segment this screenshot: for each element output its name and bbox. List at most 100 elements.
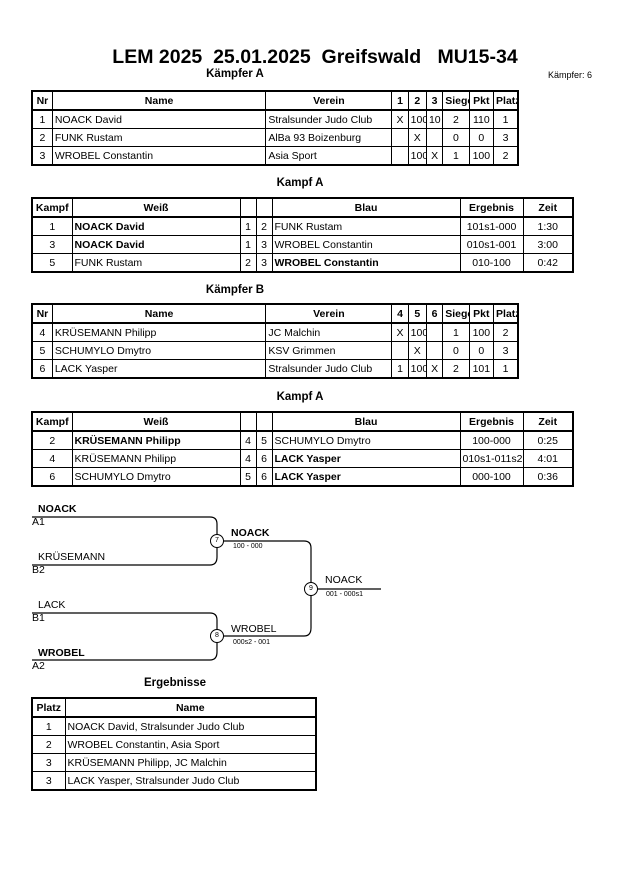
cell: NOACK David — [71, 235, 241, 254]
table-row: 3 LACK Yasper, Stralsunder Judo Club — [31, 771, 317, 791]
cell: 3 — [31, 771, 66, 791]
fight-7-score: 100 - 000 — [233, 543, 263, 550]
cell: NOACK David, Stralsunder Judo Club — [64, 716, 317, 736]
cell: LACK Yasper — [51, 359, 267, 379]
col-weiss: Weiß — [71, 197, 241, 218]
col-verein: Verein — [265, 90, 393, 111]
col-platz: Platz — [493, 90, 520, 111]
table-header-row: Nr Name Verein 1 2 3 Siege Pkt Platz — [30, 90, 520, 111]
cell: 010-100 — [459, 253, 524, 273]
fight-9-score: 001 - 000s1 — [326, 591, 363, 598]
col-ergebnis: Ergebnis — [459, 411, 524, 432]
kampf-a-title-1: Kampf A — [276, 177, 324, 189]
bracket-a1-name: NOACK — [38, 503, 77, 515]
cell: 0:36 — [522, 467, 574, 487]
cell: LACK Yasper — [271, 467, 461, 487]
cell: 3 — [493, 341, 520, 360]
table-row: 6 LACK Yasper Stralsunder Judo Club 1 10… — [30, 359, 520, 379]
cell — [425, 128, 444, 147]
kampf-a-table-1: Kampf Weiß Blau Ergebnis Zeit 1 NOACK Da… — [31, 197, 574, 273]
fight-8-winner: WROBEL — [231, 623, 277, 635]
cell: 1 — [31, 716, 66, 736]
cell: 6 — [30, 359, 53, 379]
table-row: 4 KRÜSEMANN Philipp JC Malchin X 100 1 1… — [30, 322, 520, 342]
cell: WROBEL Constantin, Asia Sport — [64, 735, 317, 754]
col-blau: Blau — [271, 197, 461, 218]
cell: LACK Yasper — [271, 449, 461, 468]
cell — [391, 128, 409, 147]
table-row: 1 NOACK David, Stralsunder Judo Club — [31, 716, 317, 736]
table-header-row: Platz Name — [31, 697, 317, 718]
cell: 010s1-001 — [459, 235, 524, 254]
col-name: Name — [51, 90, 267, 111]
bracket-a2-name: WROBEL — [38, 647, 85, 659]
cell: SCHUMYLO Dmytro — [51, 341, 267, 360]
fight-9-winner: NOACK — [325, 574, 363, 586]
cell: FUNK Rustam — [71, 253, 241, 273]
table-row: 3 KRÜSEMANN Philipp, JC Malchin — [31, 753, 317, 772]
col-3: 3 — [425, 90, 444, 111]
cell: 0:25 — [522, 430, 574, 450]
bracket-b2-seed: B2 — [32, 564, 45, 576]
cell: KRÜSEMANN Philipp, JC Malchin — [64, 753, 317, 772]
table-row: 3 NOACK David 1 3 WROBEL Constantin 010s… — [31, 235, 574, 254]
kampf-a-title-2: Kampf A — [276, 391, 324, 403]
col-verein: Verein — [265, 303, 393, 324]
table-row: 4 KRÜSEMANN Philipp 4 6 LACK Yasper 010s… — [31, 449, 574, 468]
col-6: 6 — [425, 303, 444, 324]
cell: FUNK Rustam — [51, 128, 267, 147]
cell: KRÜSEMANN Philipp — [71, 449, 241, 468]
cell: 2 — [493, 146, 520, 166]
cell: WROBEL Constantin — [271, 235, 461, 254]
table-row: 5 SCHUMYLO Dmytro KSV Grimmen X 0 0 3 — [30, 341, 520, 360]
cell: KSV Grimmen — [265, 341, 393, 360]
cell: 0:42 — [522, 253, 574, 273]
col-name: Name — [64, 697, 317, 718]
cell: 6 — [255, 467, 273, 487]
cell: 100 — [407, 146, 427, 166]
bracket-a1-seed: A1 — [32, 516, 45, 528]
col-kampf: Kampf — [31, 411, 73, 432]
col-nr: Nr — [30, 90, 53, 111]
group-a-table: Nr Name Verein 1 2 3 Siege Pkt Platz 1 N… — [30, 90, 520, 166]
cell: 1 — [239, 235, 257, 254]
cell: X — [425, 359, 444, 379]
col-nr: Nr — [30, 303, 53, 324]
cell: LACK Yasper, Stralsunder Judo Club — [64, 771, 317, 791]
col-platz: Platz — [31, 697, 66, 718]
group-b-title: Kämpfer B — [205, 284, 265, 296]
col-zeit: Zeit — [522, 411, 574, 432]
table-row: 2 KRÜSEMANN Philipp 4 5 SCHUMYLO Dmytro … — [31, 430, 574, 450]
cell: Stralsunder Judo Club — [265, 109, 393, 129]
fight-9-circle — [304, 582, 318, 596]
cell: 3 — [30, 146, 53, 166]
cell: 1 — [391, 359, 409, 379]
table-header-row: Nr Name Verein 4 5 6 Siege Pkt Platz — [30, 303, 520, 324]
col-ergebnis: Ergebnis — [459, 197, 524, 218]
cell: 100 — [407, 322, 427, 342]
cell: WROBEL Constantin — [271, 253, 461, 273]
cell: 1 — [493, 359, 520, 379]
cell: 3 — [31, 753, 66, 772]
cell — [391, 341, 409, 360]
fight-8-number: 8 — [215, 632, 219, 639]
cell: 101 — [468, 359, 495, 379]
cell: Asia Sport — [265, 146, 393, 166]
col-zeit: Zeit — [522, 197, 574, 218]
cell: 4:01 — [522, 449, 574, 468]
kampf-a-table-2: Kampf Weiß Blau Ergebnis Zeit 2 KRÜSEMAN… — [31, 411, 574, 487]
fight-7-circle — [210, 534, 224, 548]
group-a-title: Kämpfer A — [206, 68, 264, 80]
col-blau: Blau — [271, 411, 461, 432]
cell: 000-100 — [459, 467, 524, 487]
cell: 2 — [31, 735, 66, 754]
table-header-row: Kampf Weiß Blau Ergebnis Zeit — [31, 197, 574, 218]
table-row: 1 NOACK David Stralsunder Judo Club X 10… — [30, 109, 520, 129]
cell: X — [425, 146, 444, 166]
col-platz: Platz — [493, 303, 520, 324]
fighter-count: Kämpfer: 6 — [548, 70, 593, 80]
cell: 5 — [31, 253, 73, 273]
col-pkt: Pkt — [468, 90, 495, 111]
col-pkt: Pkt — [468, 303, 495, 324]
